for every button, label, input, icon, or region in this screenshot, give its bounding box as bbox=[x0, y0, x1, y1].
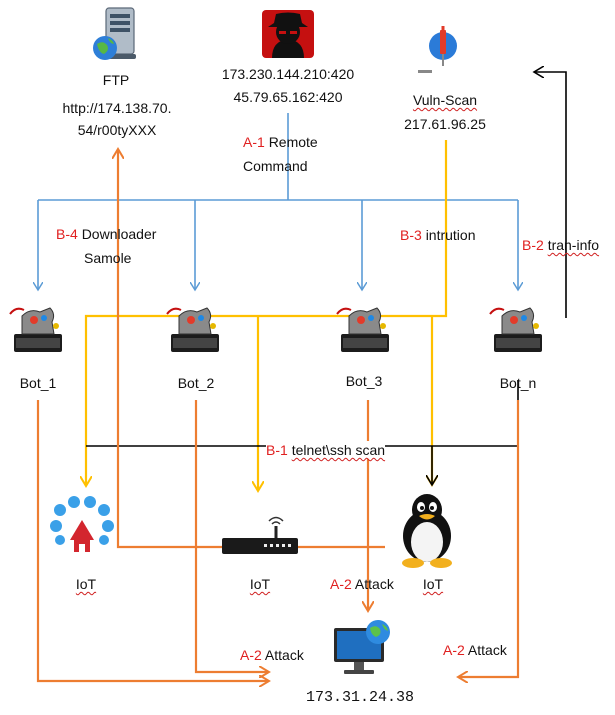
label-a1-text: Remote bbox=[268, 134, 318, 150]
label-b3: B-3 intrution bbox=[400, 226, 476, 244]
linux-tux-icon bbox=[398, 492, 456, 568]
label-b3-text: intrution bbox=[425, 227, 476, 243]
cloud-network-icon bbox=[50, 496, 114, 556]
label-b1: B-1 telnet\ssh scan bbox=[266, 441, 386, 459]
label-a1-code: A-1 bbox=[243, 134, 265, 150]
label-a2-left: A-2 Attack bbox=[240, 646, 304, 664]
label-a1: A-1 Remote bbox=[243, 133, 318, 151]
label-b1-code: B-1 bbox=[266, 442, 288, 458]
label-a2-code: A-2 bbox=[443, 642, 465, 658]
label-b3-code: B-3 bbox=[400, 227, 422, 243]
iot-label: IoT bbox=[249, 576, 271, 592]
ftp-label: FTP bbox=[102, 72, 130, 88]
label-b4-line2: Samole bbox=[84, 250, 132, 266]
bot-label: Bot_n bbox=[499, 375, 537, 391]
ftp-url-line2: 54/r00tyXXX bbox=[77, 122, 157, 138]
ftp-url-line1: http://174.138.70. bbox=[62, 100, 172, 116]
iot-label: IoT bbox=[422, 576, 444, 592]
router-icon bbox=[220, 510, 300, 560]
bot-label: Bot_2 bbox=[177, 375, 215, 391]
cnc-ip-2: 45.79.65.162:420 bbox=[233, 89, 343, 105]
ftp-server-icon bbox=[90, 6, 144, 64]
label-b2-code: B-2 bbox=[522, 237, 544, 253]
hacker-icon bbox=[262, 10, 314, 58]
label-a2-text: Attack bbox=[354, 576, 394, 592]
bot-label: Bot_3 bbox=[345, 373, 383, 389]
bot-machine-icon bbox=[333, 304, 393, 358]
target-computer-icon bbox=[330, 618, 396, 680]
bot-machine-icon bbox=[163, 304, 223, 358]
target-ip: 173.31.24.38 bbox=[305, 689, 415, 706]
label-a1-line2: Command bbox=[243, 158, 308, 174]
label-b2-text: tran-info bbox=[547, 237, 600, 253]
label-b4-code: B-4 bbox=[56, 226, 78, 242]
label-b4-text: Downloader bbox=[81, 226, 157, 242]
label-a2-text: Attack bbox=[467, 642, 507, 658]
label-a2-text: Attack bbox=[264, 647, 304, 663]
tran-info-line bbox=[535, 72, 567, 318]
label-a2-center: A-2 Attack bbox=[330, 575, 394, 593]
bot-machine-icon bbox=[486, 304, 546, 358]
label-b1-text: telnet\ssh scan bbox=[291, 442, 386, 458]
label-b2: B-2 tran-info bbox=[522, 236, 599, 254]
label-a2-code: A-2 bbox=[240, 647, 262, 663]
vuln-scan-icon bbox=[418, 24, 464, 78]
label-a2-right: A-2 Attack bbox=[443, 641, 507, 659]
bot-label: Bot_1 bbox=[19, 375, 57, 391]
vuln-scan-ip: 217.61.96.25 bbox=[404, 116, 486, 132]
label-a2-code: A-2 bbox=[330, 576, 352, 592]
cnc-ip-1: 173.230.144.210:420 bbox=[221, 66, 355, 82]
scan-lines bbox=[86, 380, 519, 484]
iot-label: IoT bbox=[75, 576, 97, 592]
vuln-scan-label: Vuln-Scan bbox=[412, 92, 478, 108]
label-b4: B-4 Downloader bbox=[56, 225, 156, 243]
bot-machine-icon bbox=[6, 304, 66, 358]
